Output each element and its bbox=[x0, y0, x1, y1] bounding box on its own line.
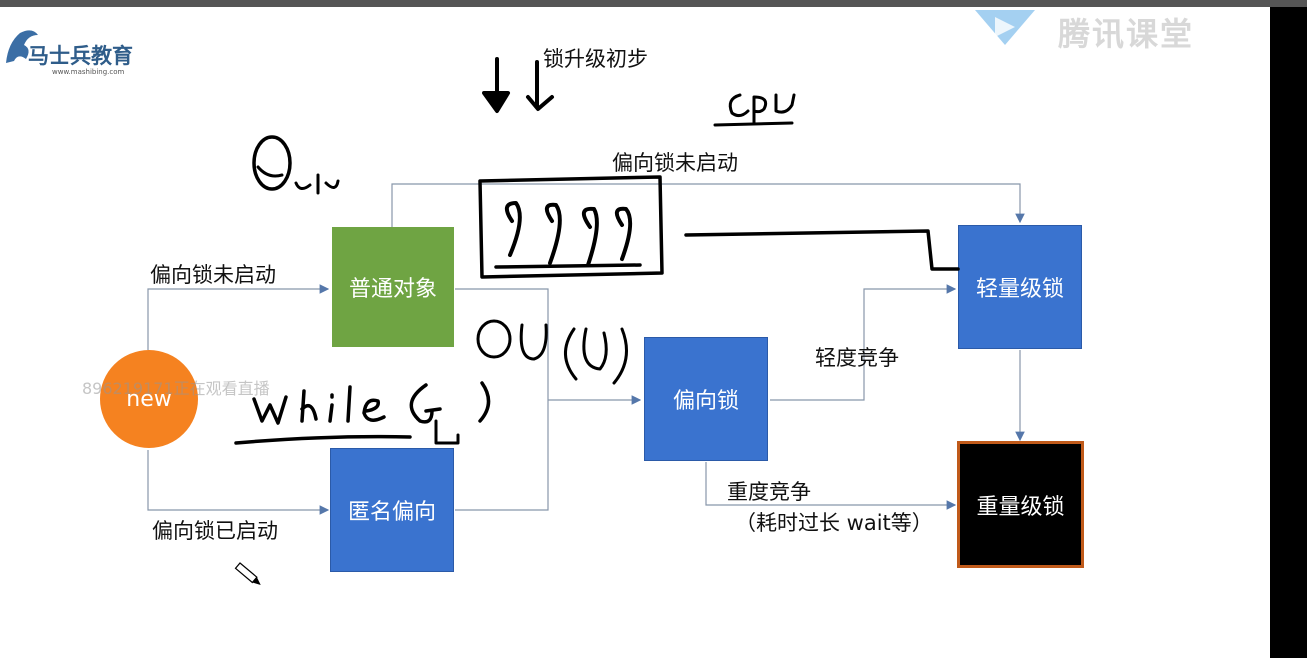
node-biased-lock: 偏向锁 bbox=[644, 337, 768, 461]
node-anonymous-biased-label: 匿名偏向 bbox=[347, 500, 436, 525]
slide-canvas: 马士兵教育 www.mashibing.com 腾讯课堂 bbox=[0, 7, 1270, 658]
node-biased-lock-label: 偏向锁 bbox=[672, 389, 739, 414]
top-bar bbox=[0, 0, 1307, 7]
edge-label-bias-started: 偏向锁已启动 bbox=[152, 519, 278, 543]
edge-label-bias-not-started-left: 偏向锁未启动 bbox=[150, 263, 276, 287]
node-heavyweight-lock-label: 重量级锁 bbox=[976, 494, 1065, 520]
viewer-watermark: 896219171正在观看直播 bbox=[82, 379, 270, 398]
node-new-label: new bbox=[126, 386, 172, 412]
edge-label-heavy-contention: 重度竞争 bbox=[727, 480, 811, 504]
edge-label-light-contention: 轻度竞争 bbox=[815, 346, 899, 370]
node-heavyweight-lock: 重量级锁 bbox=[957, 441, 1084, 568]
node-normal-object: 普通对象 bbox=[332, 227, 454, 347]
edge-label-heavy-contention-note: （耗时过长 wait等） bbox=[735, 511, 933, 535]
slide-title: 锁升级初步 bbox=[543, 47, 648, 71]
node-lightweight-lock: 轻量级锁 bbox=[958, 225, 1082, 349]
pen-cursor bbox=[234, 562, 261, 585]
node-new: new bbox=[100, 350, 198, 448]
node-anonymous-biased: 匿名偏向 bbox=[330, 448, 454, 572]
logo-name: 马士兵教育 bbox=[28, 44, 133, 68]
node-normal-object-label: 普通对象 bbox=[348, 277, 437, 302]
edge-label-bias-not-started-top: 偏向锁未启动 bbox=[612, 151, 738, 175]
brand-watermark: 腾讯课堂 bbox=[1058, 15, 1195, 53]
logo-url: www.mashibing.com bbox=[52, 68, 125, 76]
logo-icon bbox=[6, 30, 38, 63]
node-lightweight-lock-label: 轻量级锁 bbox=[975, 277, 1064, 302]
play-icon bbox=[975, 10, 1035, 45]
